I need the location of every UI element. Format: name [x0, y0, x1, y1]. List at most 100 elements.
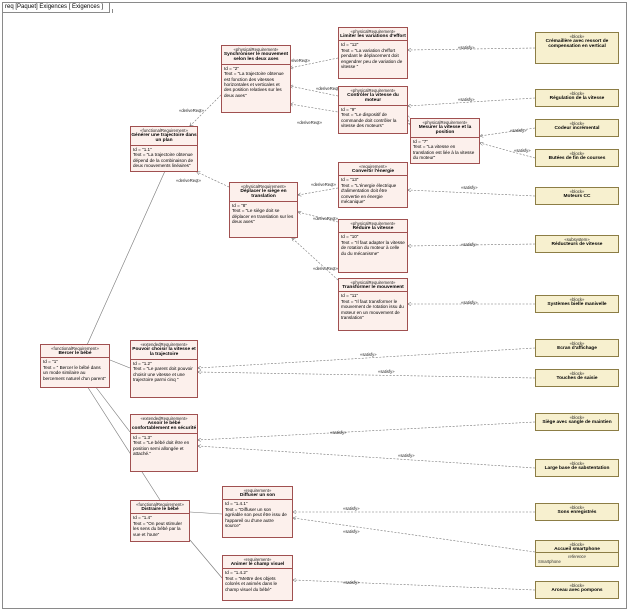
frame-title: req [Paquet] Exigences [ Exigences ] [3, 3, 114, 13]
requirement-text: Text = "L'énergie électrique d'alimentat… [341, 182, 397, 205]
stereotype: «block» [569, 341, 585, 346]
requirement-2[interactable]: «physicalRequirement»Synchroniser le mou… [221, 45, 291, 113]
block-large-base[interactable]: «block»Large base de sabstentation [535, 459, 619, 477]
derive-9-2 [290, 86, 339, 97]
stereotype: «extendedRequirement» [140, 416, 188, 421]
block-arceau-pompons[interactable]: «block»Arceau avec pompons [535, 581, 619, 599]
block-ecran-affichage[interactable]: «block»Ecran d'affichage [535, 339, 619, 357]
block-regulation-vitesse[interactable]: «block»Régulation de la vitesse [535, 89, 619, 107]
stereotype: «block» [569, 583, 585, 588]
requirement-name: Déplacer le siège en translation [240, 189, 287, 200]
stereotype: «physicalRequirement» [422, 120, 468, 125]
derive-11-8 [292, 238, 339, 281]
satisfy-label: «satisfy» [343, 580, 360, 585]
stereotype: «functionalRequirement» [136, 502, 184, 507]
block-codeur-incremental[interactable]: «block»Codeur incrémental [535, 119, 619, 137]
block-siege-sangle[interactable]: «block»Siège avec sangle de maintien [535, 413, 619, 431]
requirement-10[interactable]: «physicalRequirement»Réduire la vitesse … [338, 219, 408, 273]
stereotype: «physicalRequirement» [241, 184, 286, 189]
stereotype: «block» [569, 371, 585, 376]
derive-label: «deriveReqt» [285, 58, 310, 63]
requirement-id: Id = "1.4" [133, 515, 152, 521]
satisfy-b13-141 [293, 518, 536, 553]
satisfy-b5-13 [408, 190, 536, 197]
block-reducteurs-vitesse[interactable]: «subsystem»Réducteurs de vitesse [535, 235, 619, 253]
requirement-text: Text = "Le bébé doit être en position se… [133, 440, 190, 457]
requirement-9[interactable]: «physicalRequirement»Contrôler la vitess… [338, 86, 408, 134]
stereotype: «physicalRequirement» [350, 88, 396, 93]
requirement-text: Text = "Il faut transformer le mouvement… [341, 298, 404, 321]
satisfy-label: «satisfy» [461, 300, 478, 305]
requirement-name: Transformer le mouvement [342, 285, 404, 290]
block-name: Moteurs CC [563, 194, 591, 199]
requirement-id: Id = "1.1" [133, 146, 152, 152]
block-moteurs-cc[interactable]: «block»Moteurs CC [535, 187, 619, 205]
satisfy-b14-142 [293, 580, 536, 591]
derive-label: «deriveReqt» [313, 266, 338, 271]
requirement-id: Id = "11" [341, 293, 359, 299]
requirement-id: Id = "1.3" [133, 434, 152, 440]
block-name: Réducteurs de vitesse [551, 242, 603, 247]
block-name: Arceau avec pompons [551, 588, 603, 593]
block-sons-enregistres[interactable]: «block»Sons enregistrés [535, 503, 619, 521]
requirement-1-4[interactable]: «functionalRequirement»Distraire le bébé… [130, 500, 190, 542]
requirement-name: Pouvoir choisir la vitesse et la traject… [132, 347, 196, 358]
stereotype: «block» [569, 542, 585, 547]
requirement-1-3[interactable]: «extendedRequirement»Assoir le bébé conf… [130, 414, 198, 472]
block-cremaillere[interactable]: «block»Crémaillère avec ressort de compe… [535, 32, 619, 64]
requirement-name: Convertir l'énergie [351, 169, 395, 174]
requirement-name: Bercer le bébé [58, 351, 92, 356]
requirement-1-4-2[interactable]: «requirement»Animer le champ visuel Id =… [222, 555, 293, 601]
requirement-name: Limiter les variations d'effort [340, 34, 406, 39]
satisfy-label: «satisfy» [514, 148, 531, 153]
requirement-12[interactable]: «physicalRequirement»Limiter les variati… [338, 27, 408, 79]
requirement-text: Text = "La vitesse en translation est li… [413, 144, 475, 161]
stereotype: «extendedRequirement» [140, 342, 188, 347]
satisfy-b2-9 [408, 97, 536, 106]
satisfy-label: «satisfy» [458, 97, 475, 102]
requirement-id: Id = "12" [341, 42, 359, 48]
requirement-1[interactable]: «functionalRequirement»Bercer le bébé Id… [40, 344, 110, 388]
derive-13-8 [298, 187, 339, 195]
stereotype: «block» [569, 151, 585, 156]
stereotype: «block» [569, 34, 585, 39]
derive-label: «deriveReqt» [311, 182, 336, 187]
requirement-13[interactable]: «requirement»Convertir l'énergie Id = "1… [338, 162, 408, 208]
requirement-id: Id = "10" [341, 234, 359, 240]
satisfy-b4-7 [480, 143, 536, 159]
derive-2-11 [190, 94, 222, 126]
block-butees-fin-course[interactable]: «block»Butées de fin de courses [535, 149, 619, 167]
satisfy-label: «satisfy» [461, 242, 478, 247]
requirement-11[interactable]: «physicalRequirement»Transformer le mouv… [338, 278, 408, 331]
block-name: Sons enregistrés [557, 510, 597, 515]
stereotype: «requirement» [359, 164, 387, 169]
block-bielle-manivelle[interactable]: «block»Systèmes bielle manivelle [535, 295, 619, 313]
requirement-text: Text = "Diffuser un son agréable son peu… [225, 506, 287, 529]
block-name: Butées de fin de courses [548, 156, 606, 161]
stereotype: «block» [569, 297, 585, 302]
stereotype: «functionalRequirement» [51, 346, 99, 351]
requirement-text: Text = "Il faut adapter la vitesse de ro… [341, 239, 405, 256]
stereotype: «block» [569, 189, 585, 194]
requirement-8[interactable]: «physicalRequirement»Déplacer le siège e… [229, 182, 298, 238]
requirement-1-4-1[interactable]: «requirement»Diffuser un son Id = "1.4.1… [222, 486, 293, 538]
compartment-label: reference [568, 554, 586, 560]
requirement-name: Distraire le bébé [141, 507, 179, 512]
requirement-id: Id = "8" [232, 202, 247, 208]
contain-14-141 [189, 511, 223, 515]
requirement-name: Mesurer la vitesse et la position [418, 125, 472, 136]
requirement-1-2[interactable]: «extendedRequirement»Pouvoir choisir la … [130, 340, 198, 398]
requirement-name: Réduire la vitesse [352, 226, 394, 231]
requirement-text: Text = "La trajectoire obtenue est fonct… [224, 71, 284, 98]
block-touches-saisie[interactable]: «block»Touches de saisie [535, 369, 619, 387]
requirement-name: Diffuser un son [239, 493, 276, 498]
requirement-name: Animer le champ visuel [230, 562, 285, 567]
satisfy-b9-12 [198, 372, 536, 379]
requirement-text: Text = "Mettre des objets colorés et ani… [225, 575, 278, 592]
block-name: Régulation de la vitesse [549, 96, 605, 101]
satisfy-label: «satisfy» [360, 352, 377, 357]
requirement-7[interactable]: «physicalRequirement»Mesurer la vitesse … [410, 118, 480, 164]
requirement-1-1[interactable]: «functionalRequirement»Générer une traje… [130, 126, 198, 172]
